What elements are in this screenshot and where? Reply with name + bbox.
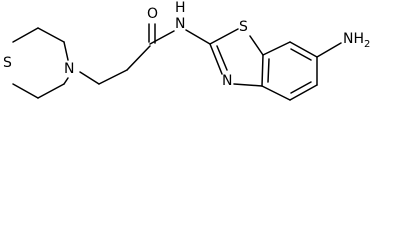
bond-c5-c4-inner <box>290 81 312 94</box>
bond-c6-nh2 <box>316 42 342 58</box>
amine-nh-text: NH <box>343 31 364 47</box>
amine-subscript: 2 <box>364 39 370 50</box>
thiazole-nitrogen-label: N <box>222 73 232 89</box>
bond-s-c7a <box>249 35 264 56</box>
bonds <box>12 23 342 101</box>
bond-nh-c2 <box>185 29 211 45</box>
amide-nitrogen-label: N <box>175 16 185 32</box>
bond-c3-c4 <box>37 83 65 99</box>
bond-n-c3 <box>63 77 69 85</box>
bond-c5-c4 <box>289 84 318 101</box>
bond-c1-c2 <box>37 27 65 43</box>
amine-label: NH2 <box>343 31 370 50</box>
carbonyl-oxygen-label: O <box>147 6 158 22</box>
bond-c7-c6 <box>289 41 318 58</box>
bond-ch2a-ch2b <box>98 69 128 85</box>
bond-c7-c6-inner <box>290 48 312 61</box>
bond-c2-n3 <box>209 43 223 75</box>
chemical-structure-diagram: S N O H N S N NH2 <box>3 0 370 101</box>
bond-co-nh <box>149 30 175 45</box>
bond-s-c1 <box>12 27 39 43</box>
bond-c4-s <box>12 83 39 99</box>
bond-c7a-c7 <box>262 41 291 56</box>
bond-c3a-c7a-inner <box>267 58 270 83</box>
bond-n-ch2a <box>79 71 100 85</box>
amide-hydrogen-label: H <box>175 0 186 16</box>
thiazole-sulfur-label: S <box>239 19 248 35</box>
bond-n3-c3a <box>233 83 263 87</box>
bond-c3a-c7a <box>261 54 264 87</box>
bond-c2-n3-inner <box>216 45 228 71</box>
bond-ch2b-co <box>126 45 151 71</box>
thiomorpholine-nitrogen-label: N <box>64 61 74 77</box>
bond-c2-n <box>63 41 69 61</box>
bond-c2-s <box>209 28 239 45</box>
thiomorpholine-sulfur-label: S <box>3 55 12 71</box>
atom-labels: S N O H N S N NH2 <box>3 0 370 89</box>
bond-c4-c3a <box>261 85 291 101</box>
